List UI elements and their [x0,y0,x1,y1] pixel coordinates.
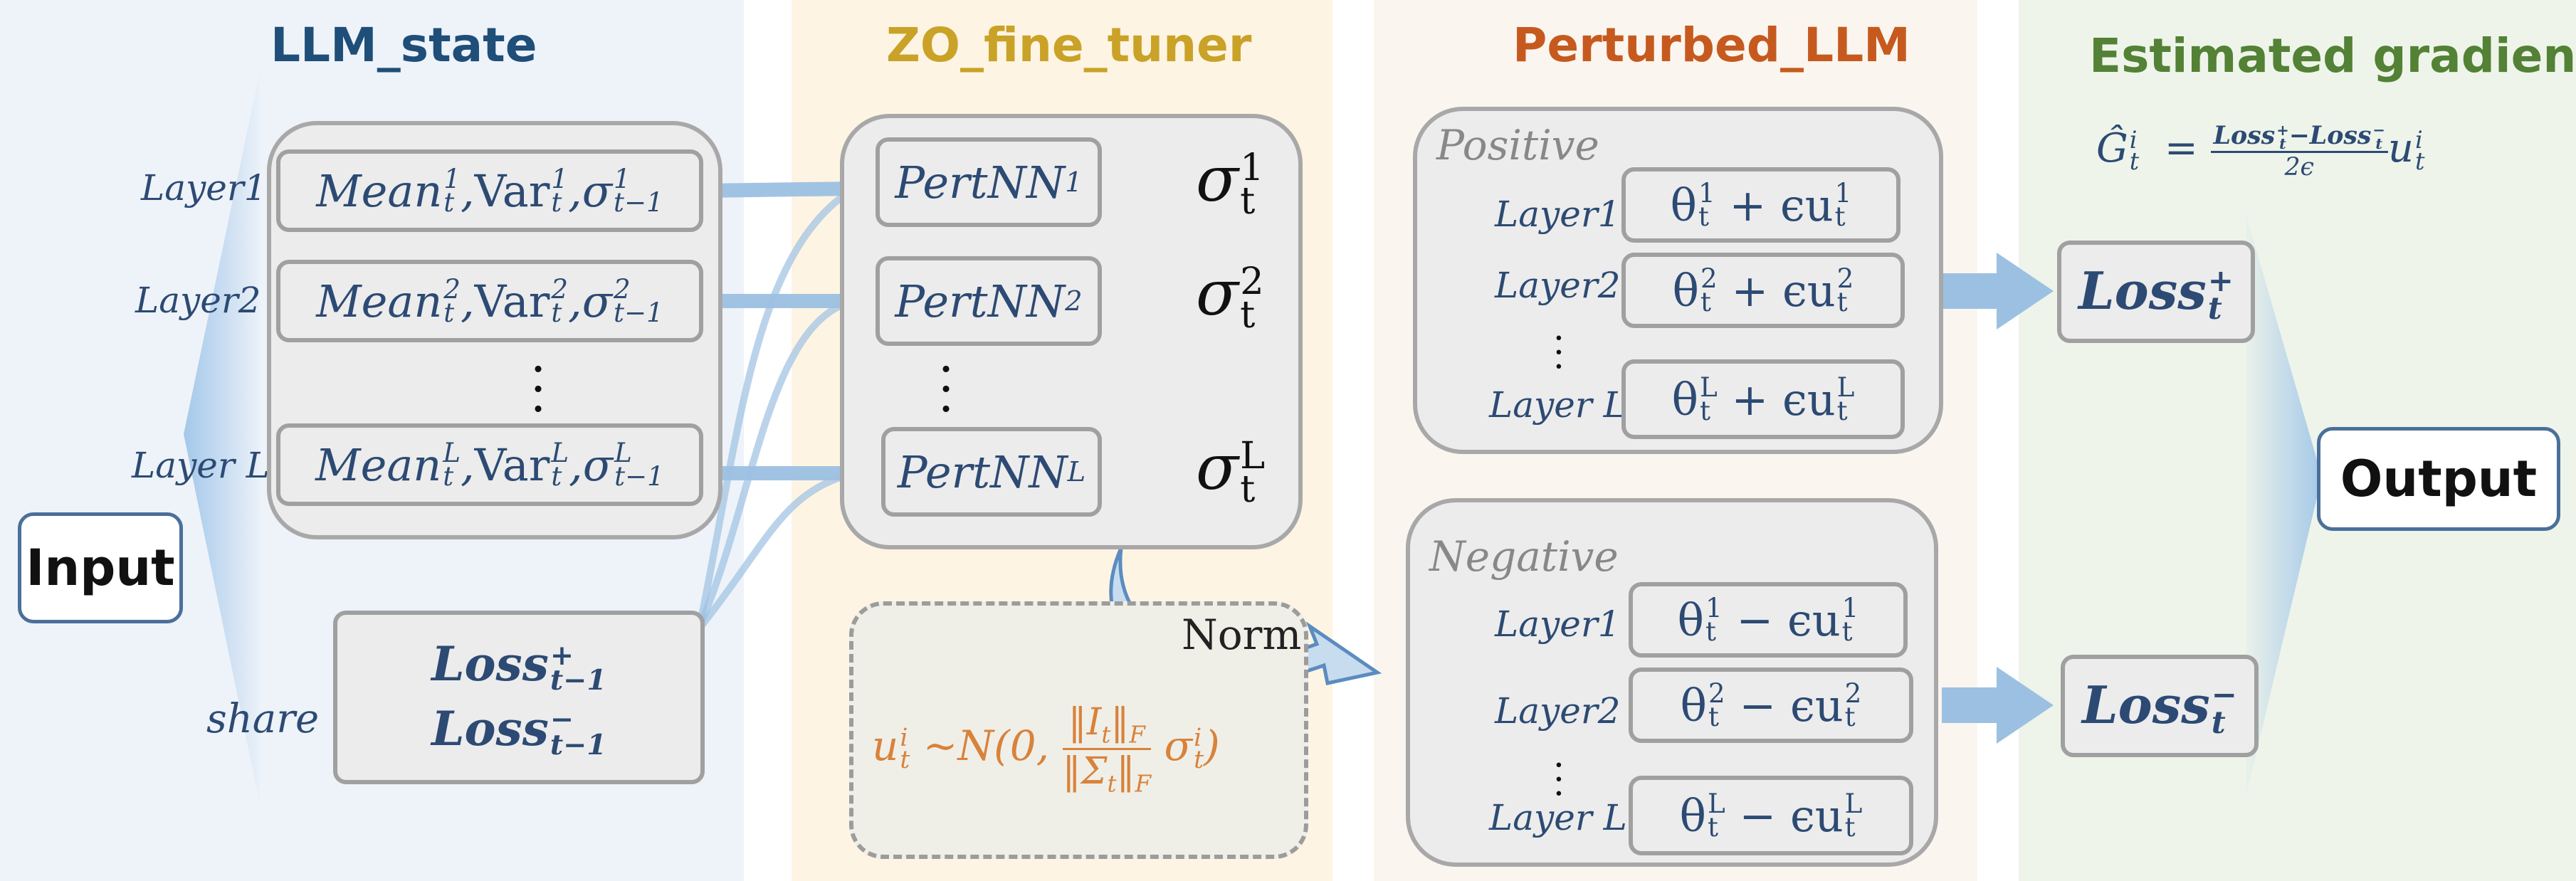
loss-plus-box: Loss+t [2057,241,2255,343]
noise-formula-box [849,601,1308,859]
norm-label: Norm [1182,611,1302,659]
zo-fine-tuner-title: ZO_fine_tuner [886,18,1252,73]
layer-l-label: Layer L [132,445,270,486]
pos-layer1-label: Layer1 [1495,194,1621,235]
layer2-label: Layer2 [135,280,261,321]
loss-minus-box: Loss−t [2061,655,2259,757]
share-label: share [206,696,320,742]
estimated-gradient-title: Estimated gradient [2089,28,2576,83]
loss-prev-box: Loss+t−1 Loss−t−1 [333,611,705,784]
output-fan [2246,213,2322,797]
neg-layers-vdots: ··· [1553,744,1565,814]
neg-layer-l-label: Layer L [1489,797,1627,838]
input-box: Input [18,512,183,623]
layer1-label: Layer1 [141,167,267,209]
input-fan [184,71,260,804]
pos-layers-vdots: ··· [1553,317,1565,387]
perturbed-llm-title: Perturbed_LLM [1513,18,1910,73]
mean-rows-vdots: ··· [530,340,547,438]
llm-state-title: LLM_state [270,18,537,73]
neg-layer2-label: Layer2 [1495,690,1621,732]
pertnn-vdots: ··· [938,340,955,438]
pos-layer2-label: Layer2 [1495,265,1621,306]
neg-layer1-label: Layer1 [1495,603,1621,645]
negative-label: Negative [1429,532,1619,581]
positive-label: Positive [1436,121,1599,169]
pos-layer-l-label: Layer L [1489,384,1627,426]
output-box: Output [2317,427,2560,531]
